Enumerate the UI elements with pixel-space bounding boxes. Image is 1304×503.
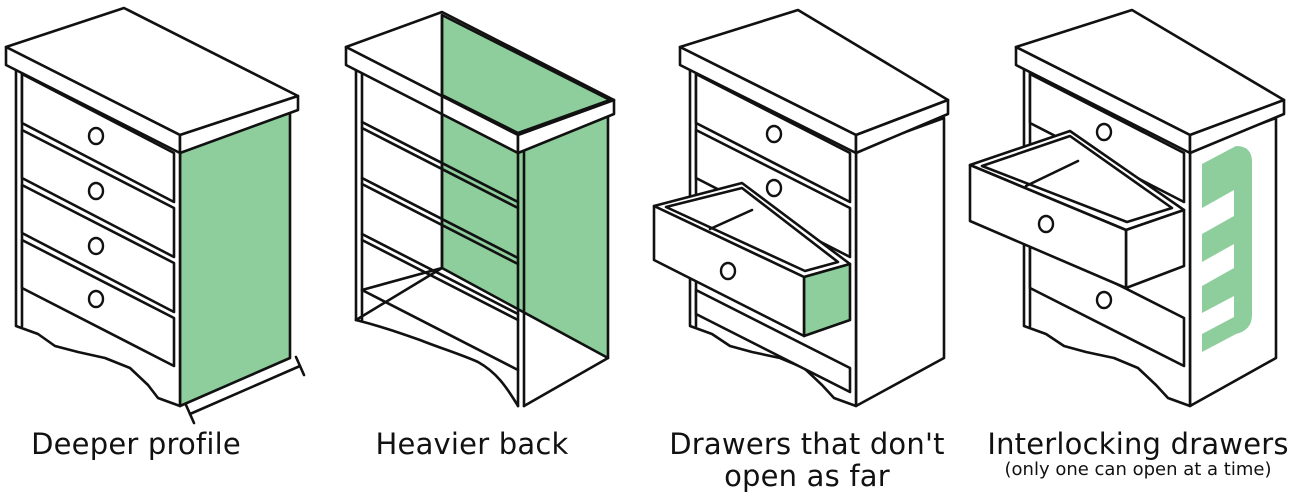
interlock-bar-icon bbox=[1202, 146, 1252, 352]
caption-heavier-back: Heavier back bbox=[375, 427, 569, 461]
dresser-short-drawer-icon bbox=[652, 8, 950, 408]
caption-line-1: Interlocking drawers bbox=[987, 427, 1289, 461]
caption-note: (only one can open at a time) bbox=[1004, 459, 1272, 481]
dresser-heavier-back-icon bbox=[344, 10, 616, 408]
dresser-interlock-icon bbox=[968, 8, 1286, 408]
dresser-illustrations bbox=[4, 6, 1286, 425]
caption-drawers-dont-open-far: Drawers that don't open as far bbox=[648, 428, 966, 493]
caption-deeper-profile: Deeper profile bbox=[31, 427, 241, 461]
caption-line-1: Drawers that don't bbox=[669, 427, 945, 461]
caption-interlocking-drawers: Interlocking drawers (only one can open … bbox=[972, 428, 1304, 481]
caption-line-2: open as far bbox=[724, 459, 890, 494]
dresser-deeper-profile-icon bbox=[4, 6, 306, 425]
